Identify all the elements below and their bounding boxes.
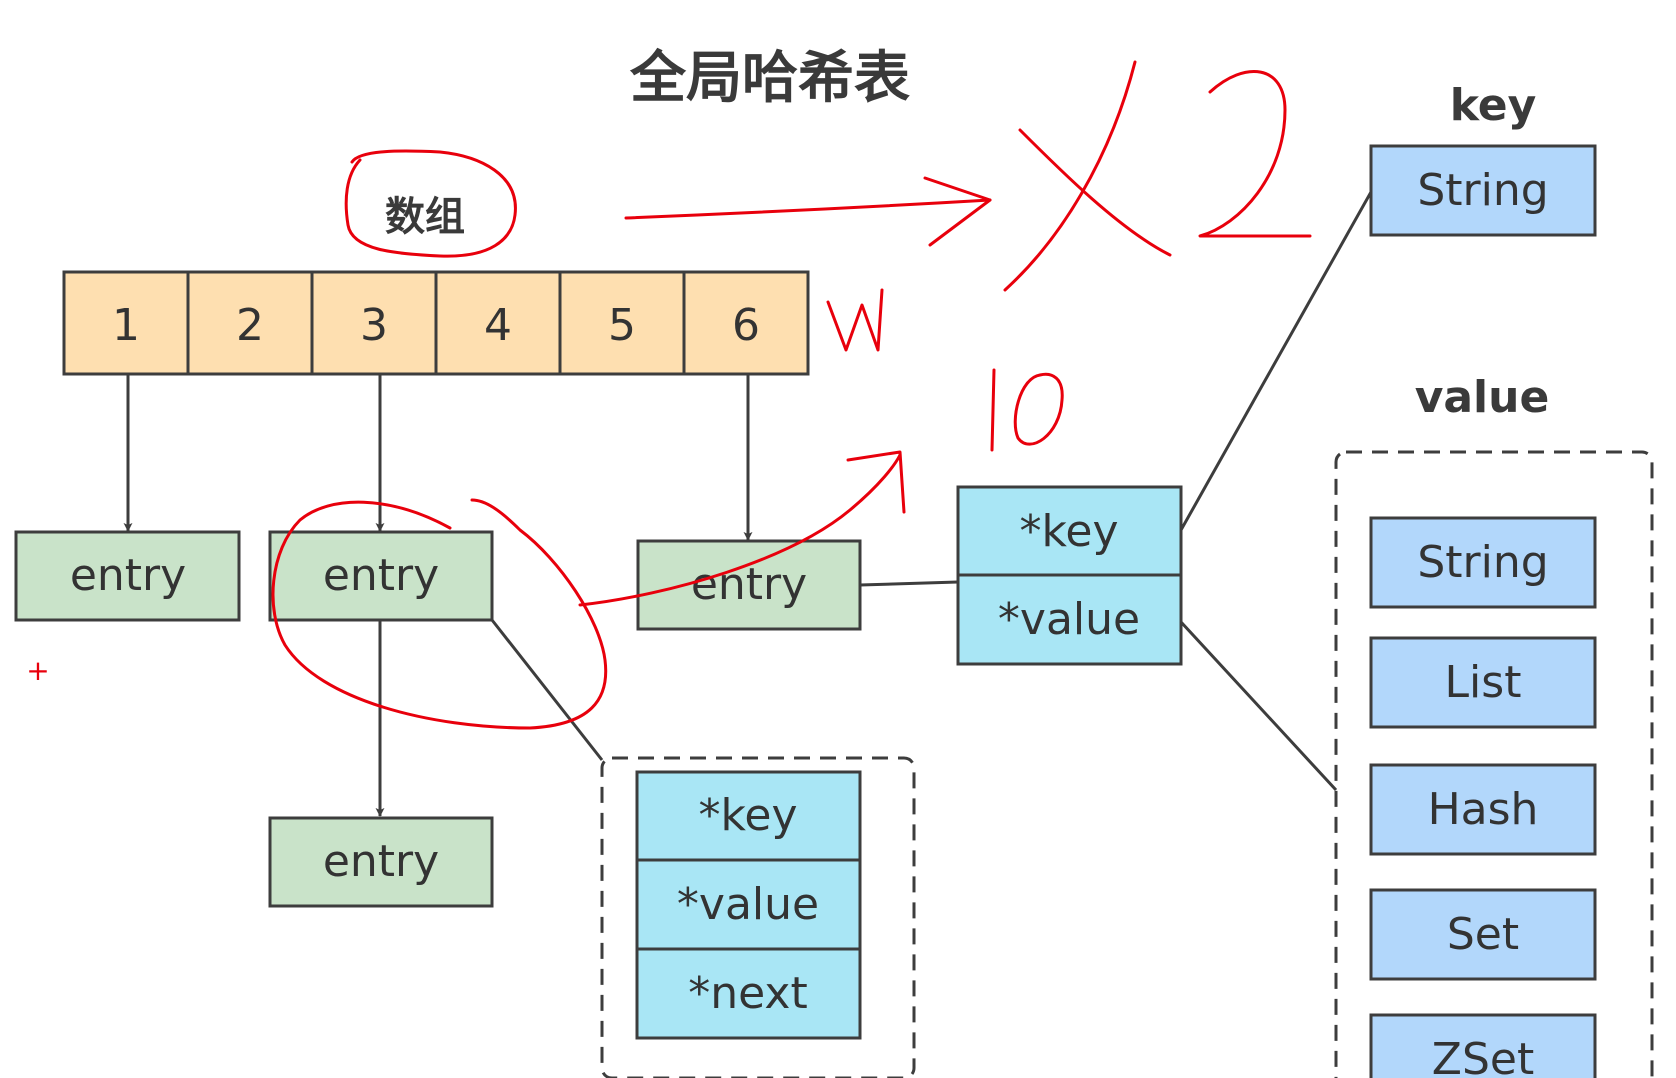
circle-around-array-label (344, 149, 517, 258)
value-type-set[interactable]: Set (1369, 888, 1597, 981)
plus-mark: + (26, 654, 49, 687)
value-type-label: String (1417, 537, 1548, 588)
key-type-string[interactable]: String (1369, 144, 1597, 237)
value-type-label: List (1445, 657, 1522, 708)
entry-struct: *key *value *next (635, 770, 862, 1040)
entry-node-3[interactable]: entry (268, 530, 494, 622)
diagram-title: 全局哈希表 (629, 46, 910, 111)
value-type-label: Hash (1428, 784, 1539, 835)
array-cell-4[interactable]: 4 (434, 270, 562, 376)
ten-one (990, 368, 996, 452)
kv-value-pointer[interactable]: *value (956, 573, 1183, 666)
key-section-heading: key (1450, 80, 1537, 131)
x2-two (1198, 69, 1312, 238)
value-type-label: ZSet (1432, 1034, 1534, 1078)
entry-node-1[interactable]: entry (14, 530, 241, 622)
value-section-heading: value (1415, 372, 1550, 423)
value-type-hash[interactable]: Hash (1369, 763, 1597, 856)
kv-field-label: *key (1019, 506, 1118, 557)
connector-key-to-string (1179, 191, 1373, 531)
handwritten-annotations (271, 60, 1312, 730)
arrow-to-x2-shaft (624, 198, 992, 220)
entry-label: entry (691, 559, 807, 610)
array-cell-2[interactable]: 2 (186, 270, 314, 376)
connector-value-to-types (1179, 620, 1338, 792)
array-cell-label: 3 (360, 300, 388, 351)
entry-label: entry (323, 836, 439, 887)
struct-field-value[interactable]: *value (635, 858, 862, 951)
struct-field-label: *key (698, 790, 797, 841)
w-annotation (826, 288, 884, 352)
curve-from-entry-to-ten (578, 453, 902, 607)
array-cell-6[interactable]: 6 (682, 270, 810, 376)
array-cell-label: 1 (112, 300, 140, 351)
array-cell-5[interactable]: 5 (558, 270, 686, 376)
connector-entry-to-struct (490, 619, 604, 761)
array-label: 数组 (385, 194, 465, 240)
struct-field-label: *next (688, 968, 807, 1019)
connector-entry-to-pointers (859, 580, 959, 587)
value-type-zset[interactable]: ZSet (1369, 1013, 1597, 1078)
struct-field-label: *value (677, 879, 819, 930)
hash-array: 1 2 3 4 5 6 (62, 270, 810, 376)
value-types-dashed-border (1334, 450, 1654, 1078)
x2-x-stroke-1 (1003, 60, 1137, 292)
entry-struct-dashed-border (600, 756, 916, 1078)
x2-x-stroke-2 (1018, 128, 1172, 257)
curve-arrow-head (846, 450, 906, 514)
value-type-string[interactable]: String (1369, 516, 1597, 609)
array-cell-label: 5 (608, 300, 636, 351)
entry-label: entry (323, 550, 439, 601)
entry-node-6[interactable]: entry (636, 539, 862, 631)
struct-field-key[interactable]: *key (635, 770, 862, 862)
arrow-to-x2-head (923, 176, 992, 247)
struct-field-next[interactable]: *next (635, 947, 862, 1040)
entry-node-chained[interactable]: entry (268, 816, 494, 908)
value-type-list[interactable]: List (1369, 636, 1597, 729)
array-cell-3[interactable]: 3 (310, 270, 438, 376)
array-cell-label: 6 (732, 300, 760, 351)
value-type-label: Set (1447, 909, 1519, 960)
array-cell-label: 4 (484, 300, 512, 351)
kv-key-pointer[interactable]: *key (956, 485, 1183, 577)
ten-zero (1013, 372, 1064, 446)
array-cell-label: 2 (236, 300, 264, 351)
key-type-label: String (1417, 165, 1548, 216)
kv-pointer-box: *key *value (956, 485, 1183, 666)
kv-field-label: *value (998, 594, 1140, 645)
circle-around-entry (271, 498, 608, 730)
entry-label: entry (70, 550, 186, 601)
array-cell-1[interactable]: 1 (62, 270, 190, 376)
